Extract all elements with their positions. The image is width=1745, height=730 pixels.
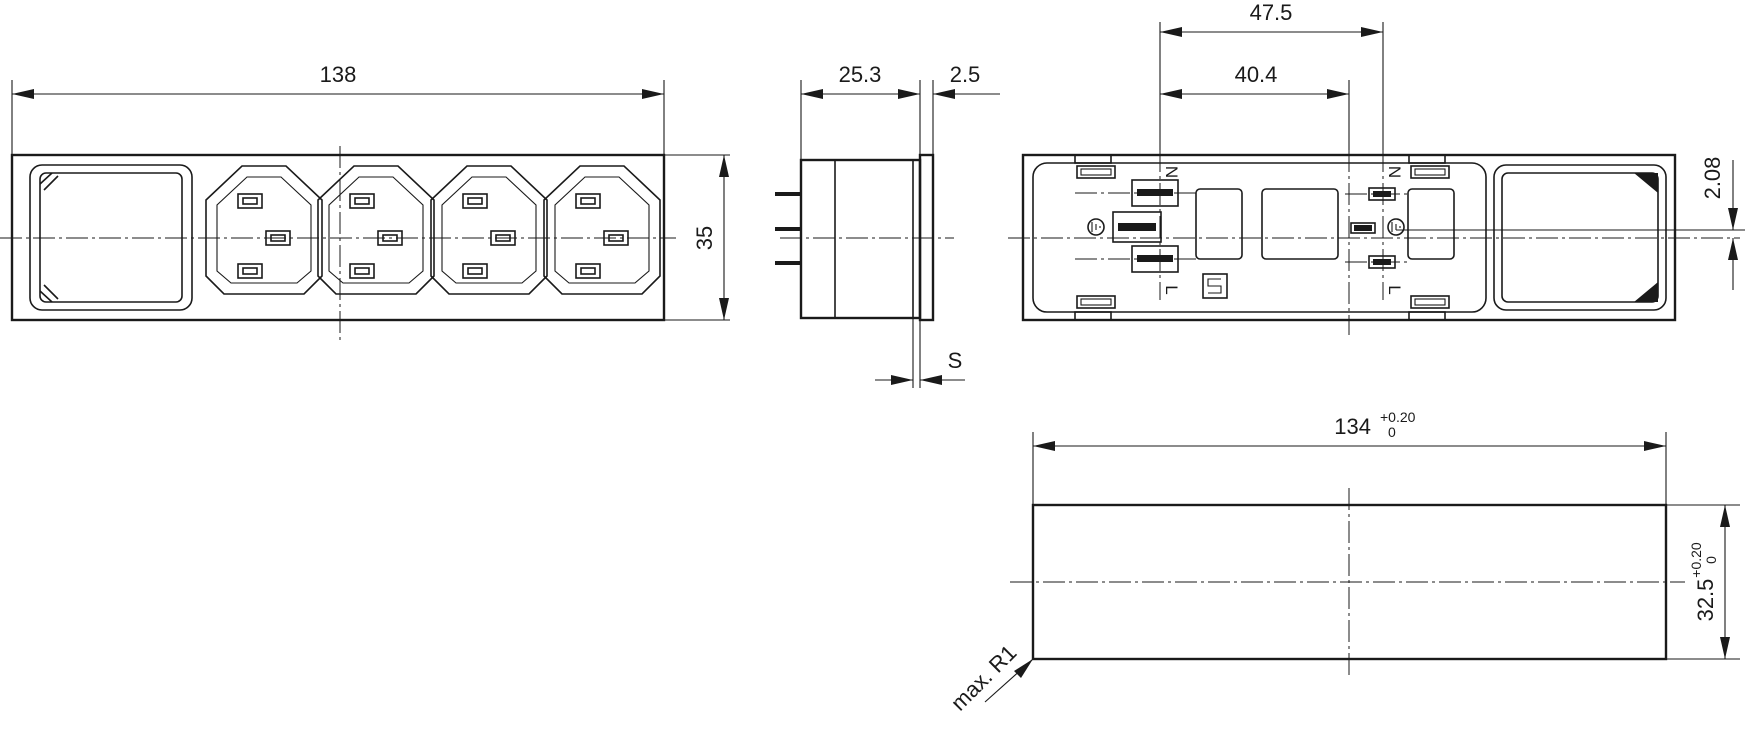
dim-pin-offset: 2.08: [1396, 157, 1745, 290]
dim-overall-length: 138: [11, 62, 665, 155]
rear-switch: [1493, 164, 1667, 311]
brand-logo: [1202, 273, 1228, 299]
side-body: [799, 158, 922, 320]
front-view: [0, 146, 676, 340]
dim-35-label: 35: [692, 226, 717, 250]
dim-radius-label: max. R1: [946, 640, 1022, 716]
output-terminals: N L: [1345, 166, 1410, 295]
rear-clips: [1074, 154, 1450, 321]
dim-134-tol-lower: 0: [1388, 424, 1396, 440]
rear-view: N L N L: [1008, 150, 1740, 335]
pin-top: [775, 192, 801, 196]
dim-134-tol-upper: +0.20: [1380, 409, 1416, 425]
input-terminals: N L: [1075, 150, 1200, 300]
dim-height: 35: [664, 154, 730, 321]
dim-cutout-width: 134 +0.20 0: [1032, 409, 1667, 505]
dim-pin-span-outer: 47.5: [1159, 0, 1384, 150]
terminal-l-label: L: [1162, 285, 1181, 294]
terminal-n-label: N: [1385, 166, 1404, 178]
dim-pin-span-inner: 40.4: [1160, 62, 1350, 150]
cutout-view: [1010, 488, 1685, 676]
dim-47-5-label: 47.5: [1250, 0, 1293, 25]
dim-flange-thickness: 2.5: [933, 62, 1000, 99]
dim-body-depth: 25.3: [800, 62, 934, 160]
pin-bottom: [775, 261, 801, 265]
dim-32-5-label: 32.5: [1693, 579, 1718, 622]
terminal-n-label: N: [1162, 166, 1181, 178]
terminal-l-label: L: [1385, 285, 1404, 294]
outlet-1: [205, 165, 323, 295]
dim-134-label: 134: [1334, 414, 1371, 439]
dim-panel-thickness: S: [875, 348, 965, 385]
dim-25-3-label: 25.3: [839, 62, 882, 87]
side-view: [775, 153, 954, 388]
dim-40-4-label: 40.4: [1235, 62, 1278, 87]
dim-2-5-label: 2.5: [950, 62, 981, 87]
pin-middle: [775, 227, 801, 231]
outlet-2: [317, 165, 435, 295]
dim-2-08-label: 2.08: [1700, 157, 1725, 200]
dim-32-5-tol-lower: 0: [1703, 556, 1719, 564]
earth-symbol-icon: [1087, 218, 1105, 236]
outlet-4: [543, 165, 661, 295]
outlet-3: [430, 165, 548, 295]
dim-138-label: 138: [320, 62, 357, 87]
earth-symbol-icon: [1387, 218, 1405, 236]
dim-s-label: S: [948, 348, 963, 373]
rear-windows: [1195, 188, 1455, 299]
dim-32-5-tol-upper: +0.20: [1688, 542, 1704, 578]
dim-cutout-height: 32.5 +0.20 0: [1666, 504, 1740, 660]
dim-corner-radius: max. R1: [946, 640, 1034, 716]
